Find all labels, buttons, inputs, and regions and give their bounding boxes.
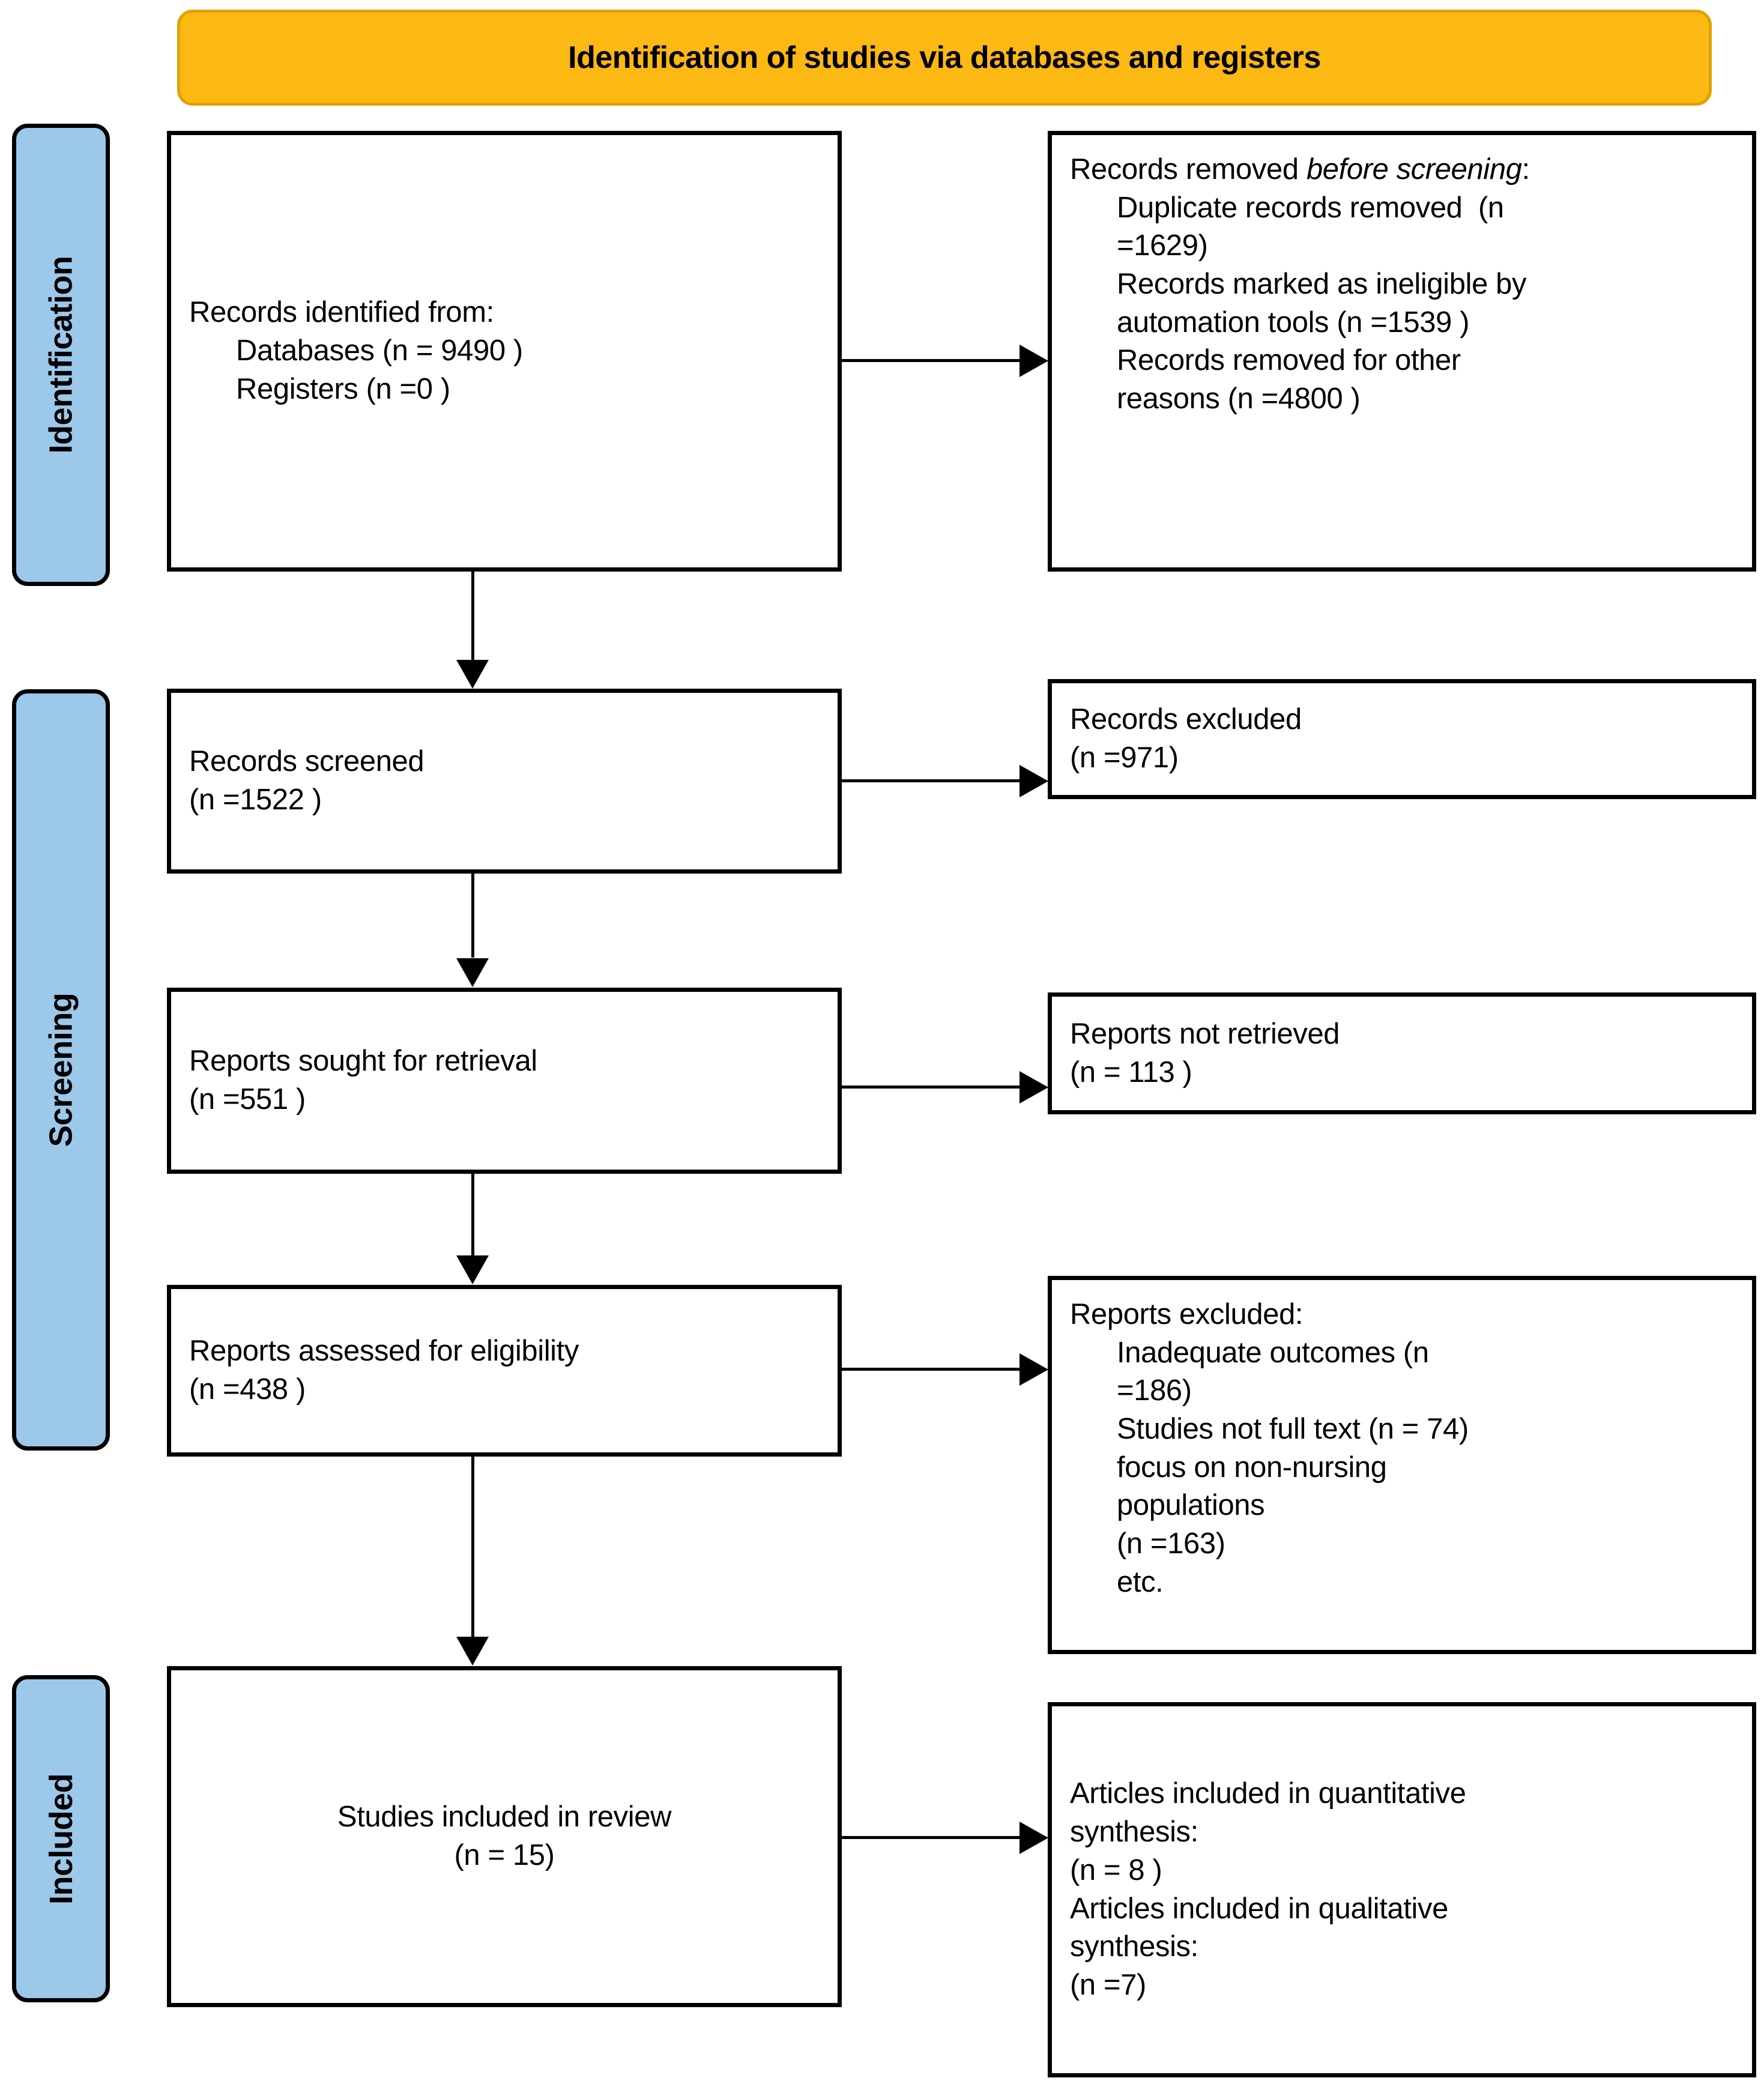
- reports-excluded-inadequate-b: =186): [1117, 1374, 1192, 1407]
- arrow-right-icon-assessed-to-reports-excluded: [1019, 1353, 1048, 1386]
- records-identified-registers: Registers (n =0 ): [236, 372, 450, 405]
- arrow-right-icon-screened-to-excluded: [1019, 765, 1048, 797]
- records-removed-heading-tail: :: [1521, 153, 1530, 186]
- reports-excluded-etc: etc.: [1117, 1565, 1164, 1598]
- box-records-identified: Records identified from: Databases (n = …: [167, 131, 842, 572]
- records-removed-heading-plain: Records removed: [1070, 153, 1306, 186]
- arrow-right-icon-identified-to-removed: [1019, 345, 1048, 377]
- connector-line-sought-to-assessed: [471, 1174, 474, 1256]
- records-removed-duplicates-b: =1629): [1117, 229, 1208, 262]
- connector-line-included-to-articles: [842, 1836, 1022, 1839]
- articles-quantitative-label-b: synthesis:: [1070, 1816, 1198, 1849]
- stage-label-screening-text: Screening: [43, 992, 79, 1147]
- arrow-down-icon-screened-to-sought: [456, 958, 489, 987]
- reports-not-retrieved-count: (n = 113 ): [1070, 1056, 1192, 1089]
- records-screened-label: Records screened: [189, 745, 424, 778]
- reports-excluded-heading: Reports excluded:: [1070, 1298, 1303, 1330]
- arrow-down-icon-sought-to-assessed: [456, 1255, 489, 1284]
- records-removed-heading-italic: before screening: [1306, 153, 1522, 186]
- connector-line-sought-to-not-retrieved: [842, 1086, 1022, 1089]
- records-screened-count: (n =1522 ): [189, 784, 322, 816]
- box-reports-not-retrieved: Reports not retrieved (n = 113 ): [1048, 992, 1756, 1114]
- reports-excluded-non-nursing-count: (n =163): [1117, 1527, 1225, 1560]
- records-removed-heading: Records removed before screening:: [1070, 151, 1734, 189]
- records-removed-other-b: reasons (n =4800 ): [1117, 382, 1361, 415]
- connector-line-screened-to-excluded: [842, 779, 1022, 782]
- stage-label-identification: Identification: [12, 124, 110, 586]
- arrow-right-icon-included-to-articles: [1019, 1822, 1048, 1854]
- box-records-screened: Records screened (n =1522 ): [167, 689, 842, 874]
- stage-label-screening: Screening: [12, 689, 110, 1451]
- box-reports-sought-for-retrieval: Reports sought for retrieval (n =551 ): [167, 988, 842, 1174]
- arrow-down-icon-identified-to-screened: [456, 660, 489, 689]
- reports-not-retrieved-label: Reports not retrieved: [1070, 1017, 1340, 1050]
- box-articles-included-in-synthesis: Articles included in quantitative synthe…: [1048, 1702, 1756, 2077]
- reports-assessed-count: (n =438 ): [189, 1373, 306, 1406]
- connector-line-assessed-to-included: [471, 1457, 474, 1637]
- reports-excluded-not-full-text: Studies not full text (n = 74): [1117, 1413, 1469, 1446]
- box-records-removed-before-screening: Records removed before screening: Duplic…: [1048, 131, 1756, 572]
- box-studies-included-in-review: Studies included in review (n = 15): [167, 1666, 842, 2007]
- articles-qualitative-count: (n =7): [1070, 1968, 1146, 2001]
- reports-excluded-non-nursing-b: populations: [1117, 1489, 1265, 1522]
- connector-line-assessed-to-reports-excluded: [842, 1368, 1022, 1371]
- arrow-right-icon-sought-to-not-retrieved: [1019, 1071, 1048, 1104]
- stage-label-identification-text: Identification: [43, 256, 79, 454]
- articles-qualitative-label-a: Articles included in qualitative: [1070, 1892, 1448, 1925]
- diagram-header-banner: Identification of studies via databases …: [177, 10, 1712, 106]
- connector-line-identified-to-removed: [842, 359, 1022, 362]
- reports-assessed-label: Reports assessed for eligibility: [189, 1335, 579, 1368]
- articles-qualitative-label-b: synthesis:: [1070, 1930, 1198, 1963]
- records-removed-automation-a: Records marked as ineligible by: [1117, 268, 1527, 301]
- stage-label-included: Included: [12, 1675, 110, 2002]
- records-removed-other-a: Records removed for other: [1117, 344, 1461, 377]
- records-removed-duplicates-a: Duplicate records removed (n: [1117, 191, 1504, 224]
- reports-sought-count: (n =551 ): [189, 1083, 306, 1116]
- stage-label-included-text: Included: [43, 1773, 79, 1904]
- arrow-down-icon-assessed-to-included: [456, 1637, 489, 1666]
- box-records-excluded: Records excluded (n =971): [1048, 679, 1756, 799]
- connector-line-screened-to-sought: [471, 874, 474, 958]
- records-removed-automation-b: automation tools (n =1539 ): [1117, 306, 1470, 339]
- reports-excluded-inadequate-a: Inadequate outcomes (n: [1117, 1336, 1429, 1369]
- records-excluded-label: Records excluded: [1070, 703, 1302, 736]
- articles-quantitative-count: (n = 8 ): [1070, 1853, 1162, 1886]
- studies-included-count: (n = 15): [454, 1839, 555, 1871]
- connector-line-identified-to-screened: [471, 572, 474, 662]
- box-reports-excluded: Reports excluded: Inadequate outcomes (n…: [1048, 1276, 1756, 1654]
- articles-quantitative-label-a: Articles included in quantitative: [1070, 1777, 1466, 1810]
- reports-sought-label: Reports sought for retrieval: [189, 1045, 537, 1078]
- studies-included-label: Studies included in review: [337, 1801, 672, 1834]
- page-title: Identification of studies via databases …: [568, 40, 1321, 75]
- reports-excluded-non-nursing-a: focus on non-nursing: [1117, 1451, 1387, 1484]
- records-identified-databases: Databases (n = 9490 ): [236, 334, 523, 367]
- box-reports-assessed-for-eligibility: Reports assessed for eligibility (n =438…: [167, 1285, 842, 1457]
- records-identified-line-1: Records identified from:: [189, 296, 494, 329]
- records-excluded-count: (n =971): [1070, 741, 1179, 774]
